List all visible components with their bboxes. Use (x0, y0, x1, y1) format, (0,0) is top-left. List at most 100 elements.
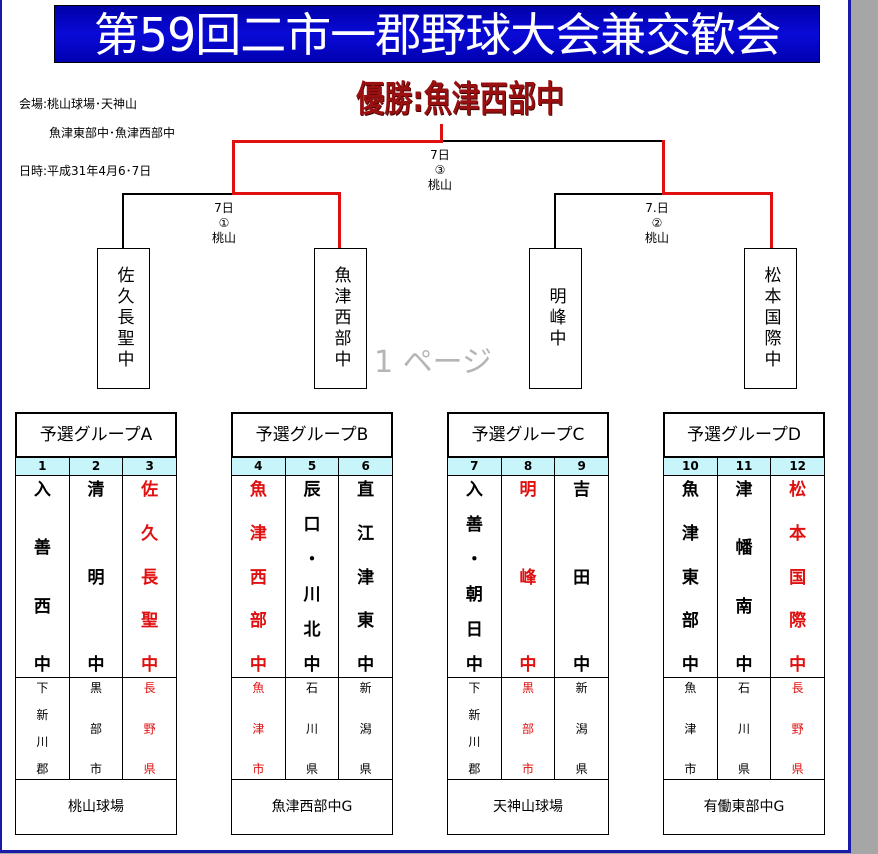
final-line (440, 124, 443, 143)
team-name-char: 峰 (519, 567, 537, 588)
semifinalist-name: 佐久長聖中 (113, 266, 134, 371)
semifinalist-name: 明峰中 (545, 287, 566, 350)
team-region: 長野県 (770, 678, 824, 779)
team-name-row: 入善・朝日中明峰中吉田中 (448, 476, 608, 678)
team-name-char: 入 (465, 480, 483, 500)
team-region-char: 郡 (36, 762, 49, 776)
team-region: 石川県 (716, 678, 771, 779)
team-name-char: 津 (249, 523, 267, 544)
semifinalist-box: 明峰中 (529, 248, 582, 389)
team-name-char: 直 (357, 480, 375, 500)
team-name-char: 西 (33, 596, 51, 617)
team-name-char: 本 (789, 523, 807, 544)
team-name-char: 中 (249, 655, 267, 675)
team-name-char: 清 (87, 480, 105, 500)
date-info: 日時:平成31年4月6･7日 (19, 164, 152, 178)
team-region-char: 黒 (90, 681, 103, 695)
final-match-label: 7日 ③ 桃山 (410, 148, 470, 193)
group-venue: 有働東部中G (703, 799, 785, 815)
team-name-char: 北 (303, 620, 321, 640)
group-venue: 魚津西部中G (271, 799, 353, 815)
team-number: 9 (554, 458, 608, 475)
team-name-char: 中 (87, 655, 105, 675)
team-number: 10 (681, 459, 699, 473)
team-region: 黒部市 (68, 678, 123, 779)
team-name-char: 江 (357, 523, 375, 544)
final-line (232, 140, 235, 195)
semi1-line (232, 192, 340, 195)
team-name-char: 中 (519, 655, 537, 675)
team-name-char: 中 (681, 655, 699, 675)
team-name-char: 中 (573, 655, 591, 675)
team-name-char: 西 (249, 567, 267, 588)
group-venue: 桃山球場 (68, 799, 124, 815)
team-name-char: 東 (357, 611, 375, 632)
team-region-char: 新 (36, 708, 49, 722)
team-name: 魚津西部中 (232, 476, 285, 677)
final-line (662, 140, 665, 195)
team-region-char: 郡 (468, 762, 481, 776)
team-name: 入善西中 (16, 476, 69, 677)
team-name-char: 聖 (141, 611, 159, 632)
tournament-title: 第59回二市一郡野球大会兼交歓会 (54, 5, 820, 63)
team-name-char: 吉 (573, 480, 591, 500)
venue-info: 会場:桃山球場･天神山 (19, 97, 138, 111)
group-label: 予選グループA (15, 412, 177, 458)
champion-label: 優勝:魚津西部中 (356, 79, 564, 120)
team-name-row: 魚津東部中津幡南中松本国際中 (664, 476, 824, 678)
team-region: 長野県 (122, 678, 176, 779)
team-region-char: 津 (684, 721, 697, 736)
team-name-char: 魚 (681, 480, 699, 500)
team-number: 8 (500, 458, 555, 475)
team-region-char: 県 (359, 762, 372, 776)
team-name-char: 入 (33, 480, 51, 500)
team-name: 津幡南中 (716, 476, 771, 677)
team-region-row: 下新川郡黒部市長野県 (16, 678, 176, 780)
team-region-char: 市 (522, 762, 535, 776)
team-region-char: 川 (36, 735, 49, 749)
team-name-char: 津 (735, 480, 753, 500)
semifinalist-box: 佐久長聖中 (97, 248, 150, 389)
team-name-char: 津 (681, 523, 699, 544)
team-number: 4 (254, 459, 263, 473)
team-name: 吉田中 (554, 476, 608, 677)
team-region-char: 川 (468, 735, 481, 749)
team-name-char: 中 (33, 654, 51, 675)
semi2-match-label: 7.日 ② 桃山 (627, 201, 687, 246)
semi2-line (554, 193, 664, 195)
team-name-char: 口 (303, 515, 321, 535)
group-label: 予選グループC (447, 412, 609, 458)
team-name-char: 日 (465, 620, 483, 640)
team-name: 明峰中 (500, 476, 555, 677)
team-name-char: 際 (789, 611, 807, 632)
team-name: 辰口・川北中 (284, 476, 339, 677)
team-region-char: 下 (468, 681, 481, 695)
team-region-char: 川 (306, 721, 319, 736)
team-name-char: 中 (357, 655, 375, 675)
team-number: 12 (770, 458, 824, 475)
team-region-char: 津 (252, 721, 265, 736)
team-name-char: 中 (789, 655, 807, 675)
match-date: 7.日 (645, 201, 669, 215)
semifinalist-box: 魚津西部中 (314, 248, 367, 389)
team-region-char: 新 (575, 681, 588, 695)
match-place: 桃山 (211, 231, 236, 245)
team-name-char: 善 (465, 515, 483, 535)
team-number: 1 (38, 459, 47, 473)
team-region-char: 市 (684, 762, 697, 776)
team-name-char: ・ (303, 550, 321, 570)
match-place: 桃山 (644, 231, 669, 245)
team-name: 入善・朝日中 (448, 476, 501, 677)
team-region-char: 潟 (575, 721, 588, 736)
team-name-char: 朝 (465, 585, 483, 605)
semi1-match-label: 7日 ① 桃山 (194, 201, 254, 246)
